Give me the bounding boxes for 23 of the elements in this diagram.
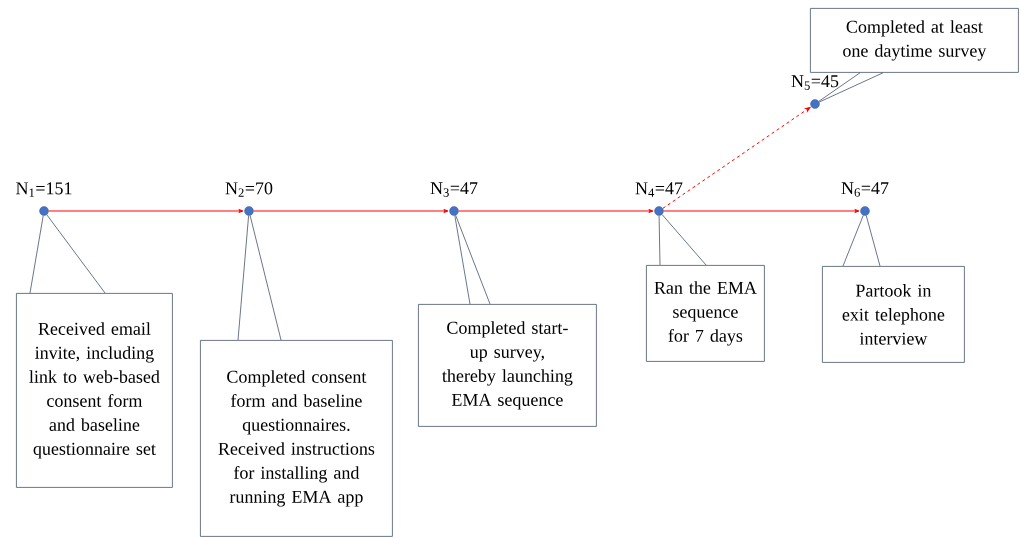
count-label: N$_{4}$=47 xyxy=(635,182,683,197)
callout-pointer xyxy=(658,214,707,266)
callout-box: Completed start-up survey, thereby launching EMA sequence xyxy=(418,304,597,427)
callout-box: Received email invite, including link to web-based consent form and baseline questionnaire set xyxy=(16,293,173,488)
count-label: N$_{2}$=70 xyxy=(225,182,273,197)
count-label: N$_{6}$=47 xyxy=(841,182,889,197)
count-label: N$_{5}$=45 xyxy=(791,75,839,90)
callout-pointer xyxy=(29,214,106,294)
callout-box: Completed at least one daytime survey xyxy=(810,8,1019,73)
callout-pointer xyxy=(818,72,884,103)
arrow xyxy=(48,209,244,213)
arrow xyxy=(458,209,654,213)
arrow xyxy=(662,106,811,209)
callout-pointer xyxy=(842,214,881,267)
callout-pointer xyxy=(237,215,282,341)
arrow xyxy=(253,209,449,213)
callout-box: Partook in exit telephone interview xyxy=(822,266,965,363)
callout-box: Completed consent form and baseline questionnaires. Received instructions for installing and running EMA app xyxy=(200,340,393,537)
count-label: N$_{3}$=47 xyxy=(430,182,478,197)
callout-box: Ran the EMA sequence for 7 days xyxy=(646,265,765,362)
callout-pointer xyxy=(454,215,491,305)
arrow xyxy=(663,209,860,213)
count-label: N$_{1}$=151 xyxy=(16,182,72,197)
